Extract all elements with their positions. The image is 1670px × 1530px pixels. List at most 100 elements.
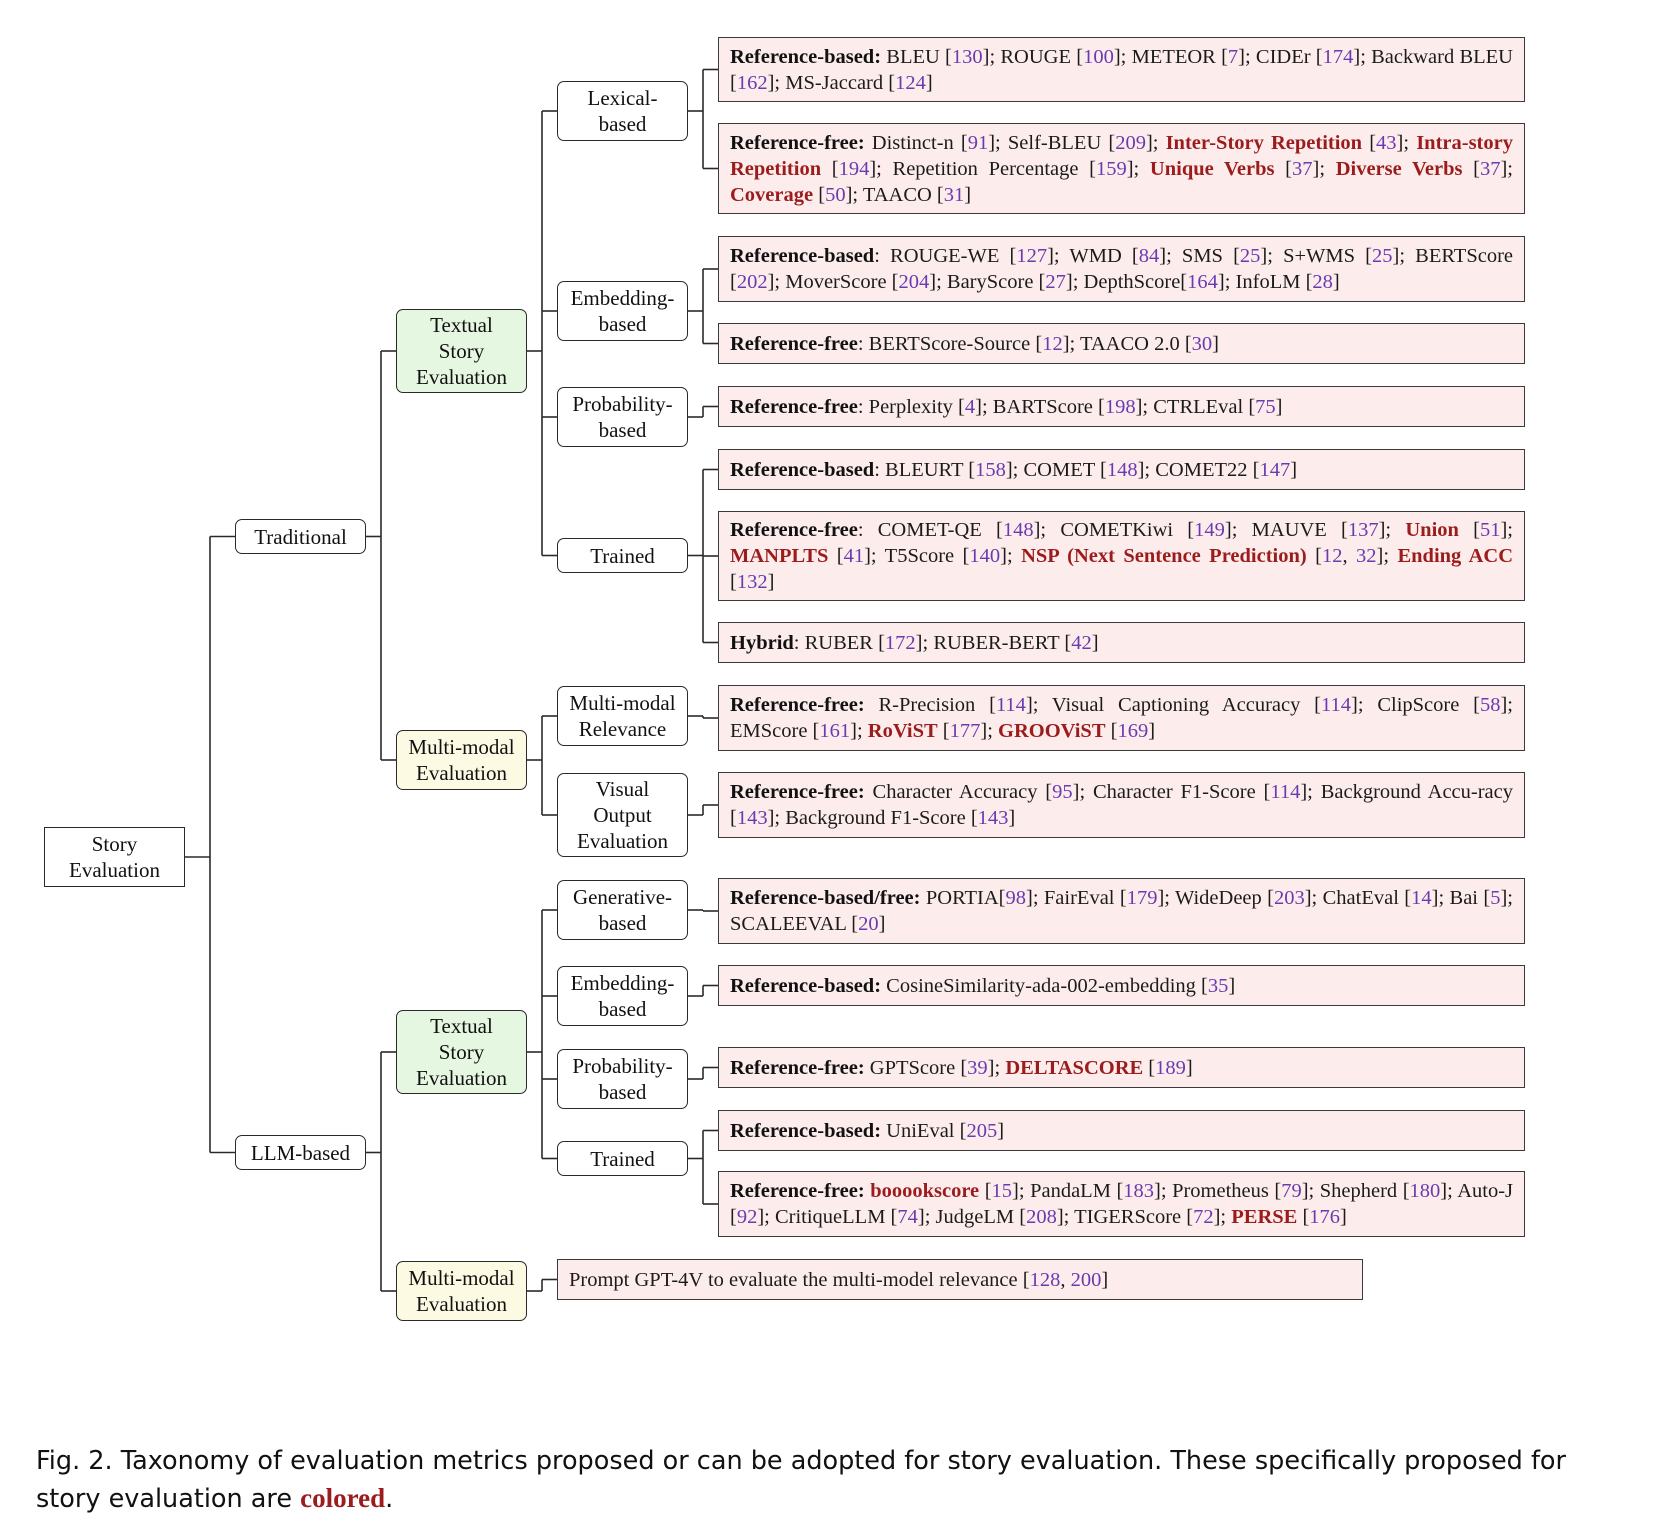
citation: 189: [1155, 1056, 1186, 1079]
story-specific-metric: Diverse Verbs: [1335, 157, 1463, 180]
citation: 75: [1255, 395, 1276, 418]
citation: 32: [1356, 545, 1377, 567]
node-embedding-based: Embedding-based: [557, 281, 688, 341]
citation: 164: [1187, 271, 1218, 293]
leaf-label: Reference-based:: [730, 974, 882, 997]
leaf-label: Reference-free:: [730, 781, 865, 803]
node-llm-trained: Trained: [557, 1141, 688, 1176]
leaf-trained-hybrid: Hybrid: RUBER [172]; RUBER-BERT [42]: [718, 622, 1525, 663]
figure-caption: Fig. 2. Taxonomy of evaluation metrics p…: [36, 1443, 1636, 1518]
citation: 179: [1126, 887, 1158, 909]
leaf-llm-multimodal-prompt: Prompt GPT-4V to evaluate the multi-mode…: [557, 1259, 1363, 1300]
story-specific-metric: Coverage: [730, 183, 814, 206]
caption-end: .: [385, 1484, 394, 1514]
leaf-label: Reference-free:: [730, 131, 865, 154]
citation: 161: [819, 720, 851, 742]
leaf-llm-trained-reference-free: Reference-free: booookscore [15]; PandaL…: [718, 1171, 1525, 1237]
citation: 180: [1409, 1180, 1441, 1202]
citation: 7: [1227, 45, 1239, 68]
citation: 91: [967, 131, 989, 154]
citation: 208: [1026, 1206, 1057, 1228]
leaf-label: Reference-free:: [730, 1180, 865, 1202]
citation: 128: [1029, 1268, 1061, 1291]
citation: 100: [1083, 45, 1114, 68]
citation: 4: [964, 395, 976, 418]
citation: 25: [1239, 245, 1261, 267]
citation: 200: [1070, 1268, 1102, 1291]
citation: 31: [943, 183, 965, 206]
citation: 42: [1071, 631, 1092, 654]
leaf-label: Reference-based:: [730, 45, 882, 68]
story-specific-metric: PERSE: [1231, 1206, 1298, 1228]
citation: 114: [1270, 781, 1301, 803]
citation: 176: [1309, 1206, 1341, 1228]
citation: 98: [1005, 887, 1027, 909]
citation: 72: [1193, 1206, 1214, 1228]
leaf-label: Reference-free: [730, 332, 858, 355]
citation: 194: [838, 157, 870, 180]
citation: 12: [1321, 545, 1343, 567]
citation: 35: [1207, 974, 1229, 997]
leaf-multimodal-relevance-reference-free: Reference-free: R-Precision [114]; Visua…: [718, 685, 1525, 751]
citation: 92: [736, 1206, 758, 1228]
story-specific-metric: Unique Verbs: [1149, 157, 1275, 180]
citation: 14: [1411, 887, 1432, 909]
leaf-llm-embedding-reference-based: Reference-based: CosineSimilarity-ada-00…: [718, 965, 1525, 1006]
node-llm-embedding-based: Embedding-based: [557, 966, 688, 1026]
citation: 162: [736, 71, 768, 94]
leaf-llm-probability-reference-free: Reference-free: GPTScore [39]; DELTASCOR…: [718, 1047, 1525, 1088]
node-lexical-based: Lexical-based: [557, 81, 688, 141]
citation: 37: [1479, 157, 1501, 180]
story-specific-metric: NSP (Next Sentence Prediction): [1021, 545, 1307, 567]
citation: 158: [975, 458, 1006, 481]
citation: 51: [1479, 519, 1501, 541]
leaf-label: Reference-based: [730, 458, 875, 481]
citation: 149: [1194, 519, 1225, 541]
citation: 177: [949, 720, 981, 742]
citation: 127: [1016, 245, 1048, 267]
story-specific-metric: booookscore: [870, 1180, 980, 1202]
citation: 203: [1273, 887, 1305, 909]
citation: 174: [1322, 45, 1354, 68]
citation: 148: [1002, 519, 1034, 541]
citation: 5: [1490, 887, 1501, 909]
leaf-trained-reference-based: Reference-based: BLEURT [158]; COMET [14…: [718, 449, 1525, 490]
citation: 20: [858, 913, 879, 935]
citation: 183: [1123, 1180, 1155, 1202]
citation: 37: [1292, 157, 1313, 180]
node-trained: Trained: [557, 538, 688, 573]
citation: 79: [1281, 1180, 1302, 1202]
citation: 169: [1117, 720, 1149, 742]
leaf-generative-reference-based-free: Reference-based/free: PORTIA[98]; FairEv…: [718, 878, 1525, 944]
node-llm-based: LLM-based: [235, 1135, 366, 1170]
leaf-visual-output-reference-free: Reference-free: Character Accuracy [95];…: [718, 772, 1525, 838]
citation: 172: [884, 631, 916, 654]
caption-highlight: colored: [300, 1483, 386, 1513]
leaf-label: Reference-free: [730, 395, 858, 418]
leaf-label: Hybrid: [730, 631, 794, 654]
citation: 205: [966, 1119, 998, 1142]
citation: 124: [895, 71, 926, 94]
citation: 147: [1259, 458, 1291, 481]
citation: 58: [1479, 694, 1501, 716]
citation: 74: [897, 1206, 918, 1228]
citation: 143: [977, 807, 1009, 829]
citation: 28: [1312, 271, 1333, 293]
story-specific-metric: Union: [1405, 519, 1459, 541]
citation: 132: [736, 571, 768, 593]
citation: 140: [969, 545, 1001, 567]
citation: 202: [736, 271, 768, 293]
leaf-probability-reference-free: Reference-free: Perplexity [4]; BARTScor…: [718, 386, 1525, 427]
story-specific-metric: RoViST: [867, 720, 938, 742]
leaf-label: Reference-free:: [730, 1056, 865, 1079]
citation: 50: [825, 183, 846, 206]
node-llm-probability-based: Probability-based: [557, 1049, 688, 1109]
citation: 39: [967, 1056, 988, 1079]
citation: 84: [1138, 245, 1160, 267]
story-specific-metric: Ending ACC: [1397, 545, 1514, 567]
